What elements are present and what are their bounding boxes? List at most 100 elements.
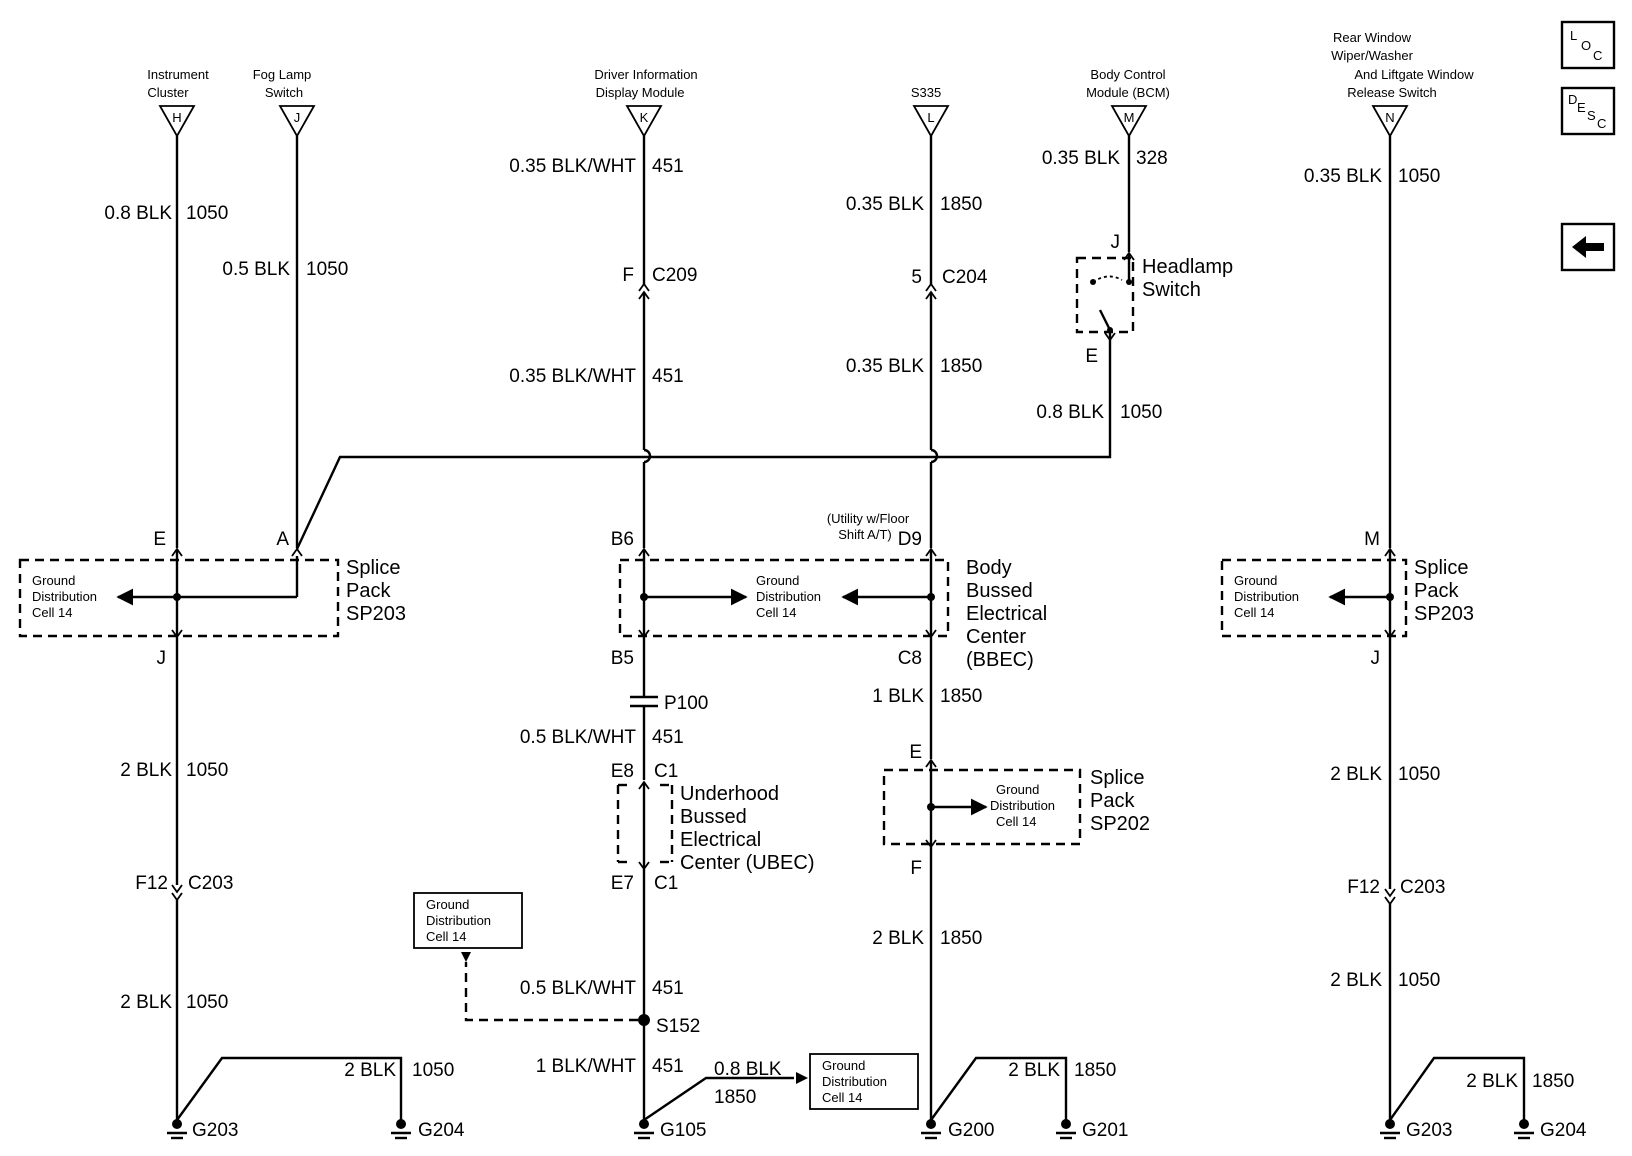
circuit-number: 1050	[186, 992, 228, 1013]
pin-label: E8	[611, 761, 634, 782]
svg-text:Ground: Ground	[996, 782, 1039, 797]
circuit-number: 1850	[940, 356, 982, 377]
svg-text:D: D	[1568, 92, 1577, 107]
svg-text:Driver Information: Driver Information	[594, 67, 697, 82]
ground-symbol-g204: G204	[391, 1119, 465, 1141]
back-button[interactable]	[1560, 222, 1616, 272]
pin-label: D9	[898, 529, 922, 550]
svg-text:Cell 14: Cell 14	[1234, 605, 1274, 620]
circuit-number: 1850	[1532, 1071, 1574, 1092]
svg-text:S335: S335	[911, 85, 941, 100]
pin-label: F	[910, 858, 922, 879]
circuit-1050-instrument	[171, 136, 403, 1121]
circuit-number: 1050	[1398, 764, 1440, 785]
svg-text:Splice: Splice	[346, 557, 400, 579]
connector-label: C204	[942, 267, 988, 288]
svg-text:Cell 14: Cell 14	[756, 605, 796, 620]
svg-text:S: S	[1587, 108, 1596, 123]
svg-text:Rear Window: Rear Window	[1333, 30, 1412, 45]
wire-label: 2 BLK	[1008, 1060, 1060, 1081]
pin-label: B5	[611, 648, 634, 669]
svg-text:C: C	[1597, 116, 1606, 131]
ground-symbol-g203-right: G203	[1380, 1119, 1452, 1141]
svg-text:Wiper/Washer: Wiper/Washer	[1331, 48, 1414, 63]
svg-text:G201: G201	[1082, 1120, 1128, 1141]
svg-text:G203: G203	[192, 1120, 238, 1141]
connector-label: C203	[1400, 877, 1445, 898]
wire-label: 2 BLK	[344, 1060, 396, 1081]
svg-text:Distribution: Distribution	[426, 913, 491, 928]
pin-label: B6	[611, 529, 634, 550]
connector-pin: 5	[911, 267, 922, 288]
connector-label: C1	[654, 873, 678, 894]
svg-text:Module (BCM): Module (BCM)	[1086, 85, 1170, 100]
connector-pin: F12	[135, 873, 168, 894]
pin-label: E	[153, 529, 166, 550]
svg-text:Ground: Ground	[1234, 573, 1277, 588]
ground-symbol-g200: G200	[921, 1119, 994, 1141]
circuit-number: 1850	[940, 686, 982, 707]
wire-label: 2 BLK	[1330, 764, 1382, 785]
connector-pin: F12	[1347, 877, 1380, 898]
pin-label: E	[909, 742, 922, 763]
circuit-number: 451	[652, 366, 684, 387]
circuit-1050-rear	[1384, 136, 1526, 1121]
svg-text:Ground: Ground	[32, 573, 75, 588]
svg-text:L: L	[927, 110, 934, 125]
circuit-number: 1050	[1398, 166, 1440, 187]
terminal-m: M	[1110, 105, 1148, 138]
circuit-number: 451	[652, 978, 684, 999]
terminal-k: K	[625, 105, 663, 138]
wire-label: 0.35 BLK	[846, 194, 924, 215]
wire-label: 0.35 BLK/WHT	[509, 156, 636, 177]
dim-label: Driver Information Display Module	[594, 67, 697, 100]
svg-text:G203: G203	[1406, 1120, 1452, 1141]
svg-text:And Liftgate Window: And Liftgate Window	[1354, 67, 1474, 82]
svg-text:Distribution: Distribution	[822, 1074, 887, 1089]
pin-label: A	[276, 529, 289, 550]
circuit-number: 1050	[186, 203, 228, 224]
svg-text:J: J	[294, 110, 301, 125]
svg-text:Display Module: Display Module	[596, 85, 685, 100]
circuit-number: 1050	[412, 1060, 454, 1081]
bbec-box: Ground Distribution Cell 14 Body Bussed …	[618, 557, 1047, 671]
svg-text:(BBEC): (BBEC)	[966, 649, 1034, 671]
ground-symbol-g105: G105	[634, 1119, 706, 1141]
svg-text:Distribution: Distribution	[32, 589, 97, 604]
wire-label: 0.35 BLK	[1304, 166, 1382, 187]
splice-pack-sp203-left: Ground Distribution Cell 14 Splice Pack …	[18, 557, 406, 638]
pin-label: M	[1364, 529, 1380, 550]
wire-label: 2 BLK	[1466, 1071, 1518, 1092]
pin-label: J	[1111, 232, 1121, 253]
terminal-j-fog: J	[278, 105, 316, 138]
fog-lamp-switch-label: Fog Lamp Switch	[253, 67, 312, 100]
circuit-1050-fog	[177, 136, 1112, 599]
svg-text:H: H	[172, 110, 181, 125]
wire-label: 2 BLK	[120, 760, 172, 781]
wire-label: 0.8 BLK	[1036, 402, 1104, 423]
desc-button[interactable]: D E S C	[1560, 86, 1616, 136]
wire-label: 0.5 BLK	[222, 259, 290, 280]
svg-text:Switch: Switch	[265, 85, 303, 100]
svg-text:Body Control: Body Control	[1090, 67, 1165, 82]
wire-label: 1 BLK/WHT	[536, 1056, 637, 1077]
svg-text:L: L	[1570, 28, 1577, 43]
svg-text:Distribution: Distribution	[1234, 589, 1299, 604]
circuit-number: 451	[652, 156, 684, 177]
ground-distribution-box: Ground Distribution Cell 14	[809, 1053, 919, 1110]
loc-button[interactable]: L O C	[1560, 20, 1616, 70]
utility-note: (Utility w/Floor	[827, 511, 910, 526]
svg-text:Distribution: Distribution	[990, 798, 1055, 813]
splice-pack-sp202: Ground Distribution Cell 14 Splice Pack …	[882, 767, 1150, 846]
headlamp-switch-box: Headlamp Switch	[1075, 256, 1233, 334]
circuit-451	[461, 136, 808, 1121]
svg-text:Splice: Splice	[1414, 557, 1468, 579]
wire-label: 0.35 BLK	[846, 356, 924, 377]
circuit-number: 451	[652, 727, 684, 748]
circuit-number: 1850	[940, 928, 982, 949]
svg-text:Pack: Pack	[1090, 790, 1135, 812]
svg-text:Center (UBEC): Center (UBEC)	[680, 852, 814, 874]
svg-text:Cell 14: Cell 14	[426, 929, 466, 944]
svg-text:Electrical: Electrical	[680, 829, 761, 851]
